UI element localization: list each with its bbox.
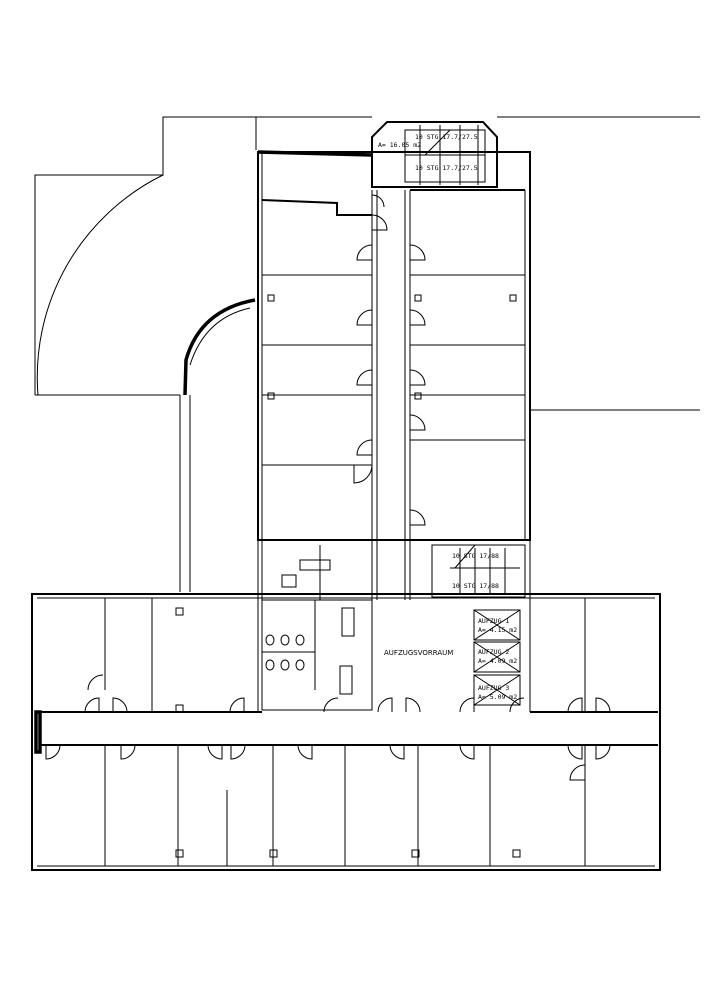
wc-fixtures [262,559,355,695]
lower-room-dividers [104,540,586,866]
doors [45,674,611,781]
stair-step-label: 10 STG 17/88 [452,582,499,590]
stair-step-label: 10 STG 17.7/27.5 [415,164,478,172]
stair-area-label: A= 16.05 m2 [378,141,421,149]
core: 10 STG 17/88 10 STG 17/88 AUFZUGSVORRAUM… [261,539,526,711]
elevator-2: AUFZUG 2 A= 4.09 m2 [473,641,521,673]
elevator-3: AUFZUG 3 A= 5.09 m2 [473,674,521,706]
columns [267,294,517,400]
elevator-area: A= 4.15 m2 [478,626,517,634]
stair-step-label: 10 STG 17.7/27.5 [415,133,478,141]
stair-step-label: 10 STG 17/88 [452,552,499,560]
elevator-area: A= 5.09 m2 [478,693,517,701]
elevator-1: AUFZUG 1 A= 4.15 m2 [473,609,521,641]
core-stair: 10 STG 17/88 10 STG 17/88 [431,544,526,598]
columns [175,607,521,858]
site-boundary [34,116,700,592]
top-stair: A= 16.05 m2 10 STG 17.7/27.5 10 STG 17.7… [371,121,498,188]
tower-wing [257,150,531,600]
elevator-area: A= 4.09 m2 [478,657,517,665]
elevator-name: AUFZUG 1 [478,617,509,625]
lower-wing [31,540,661,871]
elevator-name: AUFZUG 3 [478,684,509,692]
tower-room-dividers [262,274,525,466]
elevators: AUFZUG 1 A= 4.15 m2 AUFZUG 2 A= 4.09 m2 … [473,609,521,706]
lobby-label: AUFZUGSVORRAUM [384,649,453,657]
doors [353,194,426,526]
elevator-name: AUFZUG 2 [478,648,509,656]
